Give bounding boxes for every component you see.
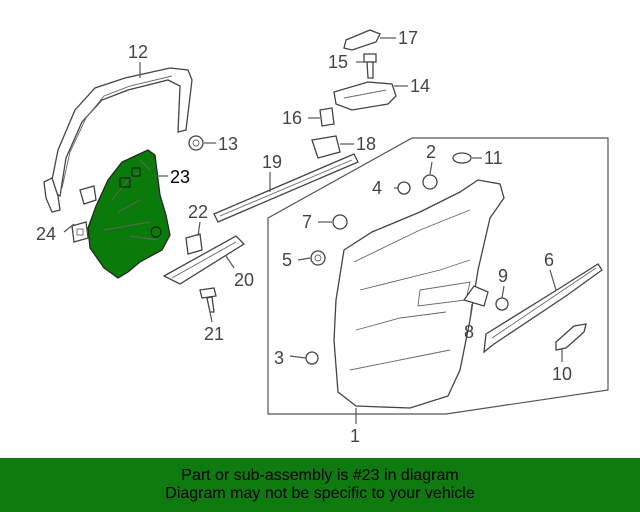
callout-19: 19 [262, 152, 282, 172]
regulator-highlight [87, 149, 171, 279]
part-21-bolt [199, 287, 217, 313]
part-13-grommet [188, 135, 204, 151]
part-20-trim-strip [162, 235, 246, 285]
callout-23: 23 [170, 167, 190, 187]
part-11-push-pin [452, 152, 472, 164]
part-12-window-frame [43, 67, 193, 213]
callout-24: 24 [36, 224, 56, 244]
callout-18: 18 [356, 134, 376, 154]
banner-line-1: Part or sub-assembly is #23 in diagram [181, 467, 459, 484]
part-4-grommet [397, 181, 411, 195]
part-22-bracket [185, 233, 203, 255]
banner-line-2: Diagram may not be specific to your vehi… [165, 485, 475, 502]
part-23-window-regulator [87, 149, 171, 279]
part-9-screw [495, 297, 509, 311]
callout-1: 1 [350, 426, 360, 446]
callout-6: 6 [544, 250, 554, 270]
callout-10: 10 [552, 364, 572, 384]
part-7-clip [332, 214, 348, 230]
part-15-screw [363, 53, 377, 79]
callout-17: 17 [398, 28, 418, 48]
callout-15: 15 [328, 52, 348, 72]
callout-12: 12 [128, 42, 148, 62]
part-5-grommet [310, 250, 326, 266]
part-10-cover [555, 323, 587, 351]
callout-5: 5 [282, 250, 292, 270]
part-18-switch-bezel [311, 135, 341, 159]
callout-7: 7 [302, 212, 312, 232]
callout-9: 9 [498, 266, 508, 286]
leader-lines [63, 37, 563, 424]
part-19-weatherstrip [213, 153, 359, 223]
callout-14: 14 [410, 76, 430, 96]
part-2-grommet [422, 174, 438, 190]
callout-13: 13 [218, 134, 238, 154]
info-banner: Part or sub-assembly is #23 in diagram D… [0, 458, 640, 512]
callout-16: 16 [282, 108, 302, 128]
callout-2: 2 [426, 142, 436, 162]
callout-20: 20 [234, 270, 254, 290]
part-3-screw [305, 351, 319, 365]
part-8-clip [462, 285, 489, 307]
callout-3: 3 [274, 348, 284, 368]
part-24-clip [71, 185, 97, 243]
part-16-clip [319, 107, 335, 127]
callout-8: 8 [464, 322, 474, 342]
part-6-garnish [483, 263, 603, 354]
callout-11: 11 [484, 148, 503, 168]
callout-labels: 12 13 23 24 22 20 21 19 17 15 14 16 18 2… [36, 28, 572, 446]
part-17-handle-bezel [343, 29, 381, 51]
callout-22: 22 [188, 202, 208, 222]
parts-diagram: 12 13 23 24 22 20 21 19 17 15 14 16 18 2… [36, 28, 609, 446]
callout-4: 4 [372, 178, 382, 198]
callout-21: 21 [204, 324, 224, 344]
part-14-pull-handle [333, 81, 397, 111]
